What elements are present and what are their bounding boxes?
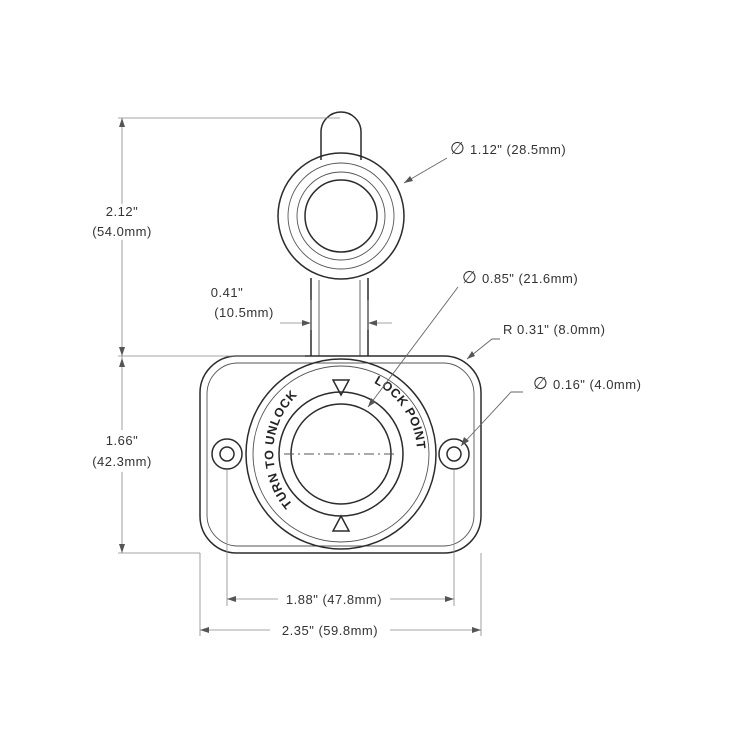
cap-outer-ring bbox=[277, 152, 405, 280]
cap-tab bbox=[320, 111, 362, 160]
cap-assembly bbox=[277, 111, 405, 356]
stem-width-inch: 0.41" bbox=[211, 285, 243, 300]
body-height-inch: 1.66" bbox=[106, 433, 138, 448]
hole-diameter-symbol: ∅ bbox=[533, 374, 548, 393]
ring-label-unlock: TURN TO UNLOCK bbox=[262, 387, 300, 511]
plate-inner-outline bbox=[206, 362, 475, 547]
cap-inner-ring bbox=[296, 171, 386, 261]
leader-lines bbox=[367, 157, 523, 447]
cap-plug bbox=[304, 179, 378, 253]
mounting-plate bbox=[199, 355, 482, 554]
corner-radius-label: R 0.31" (8.0mm) bbox=[503, 322, 605, 337]
lock-triangle-top-icon bbox=[331, 379, 351, 397]
radius-leader bbox=[466, 338, 500, 360]
socket-bezel bbox=[245, 358, 437, 550]
cap-diameter-label: 1.12" (28.5mm) bbox=[470, 142, 566, 157]
total-width-label: 2.35" (59.8mm) bbox=[282, 623, 378, 638]
mount-hole-right bbox=[446, 446, 462, 462]
dimension-labels: 2.12" (54.0mm) 1.66" (42.3mm) 0.41" (10.… bbox=[92, 139, 641, 638]
cap-middle-ring bbox=[287, 162, 395, 270]
mount-hole-left bbox=[219, 446, 235, 462]
total-height-inch: 2.12" bbox=[106, 204, 138, 219]
mount-hole-left-ring bbox=[211, 438, 243, 470]
stem-width-mm: (10.5mm) bbox=[214, 305, 274, 320]
plate-outline bbox=[199, 355, 482, 554]
total-height-mm: (54.0mm) bbox=[92, 224, 152, 239]
socket-bezel-inner bbox=[252, 365, 430, 543]
mount-hole-right-ring bbox=[438, 438, 470, 470]
hole-spacing-label: 1.88" (47.8mm) bbox=[286, 592, 382, 607]
ring-label-lock: LOCK POINT bbox=[372, 373, 428, 450]
hole-diameter-leader bbox=[460, 391, 523, 447]
cap-diameter-symbol: ∅ bbox=[450, 139, 465, 158]
body-height-mm: (42.3mm) bbox=[92, 454, 152, 469]
socket-assembly: TURN TO UNLOCK LOCK POINT bbox=[245, 358, 437, 550]
unlock-triangle-bottom-icon bbox=[331, 514, 351, 532]
socket-diameter-leader bbox=[367, 286, 459, 408]
extension-lines bbox=[118, 117, 482, 636]
socket-diameter-symbol: ∅ bbox=[462, 268, 477, 287]
dimension-lines bbox=[119, 118, 481, 633]
socket-diameter-label: 0.85" (21.6mm) bbox=[482, 271, 578, 286]
hole-diameter-label: 0.16" (4.0mm) bbox=[553, 377, 641, 392]
